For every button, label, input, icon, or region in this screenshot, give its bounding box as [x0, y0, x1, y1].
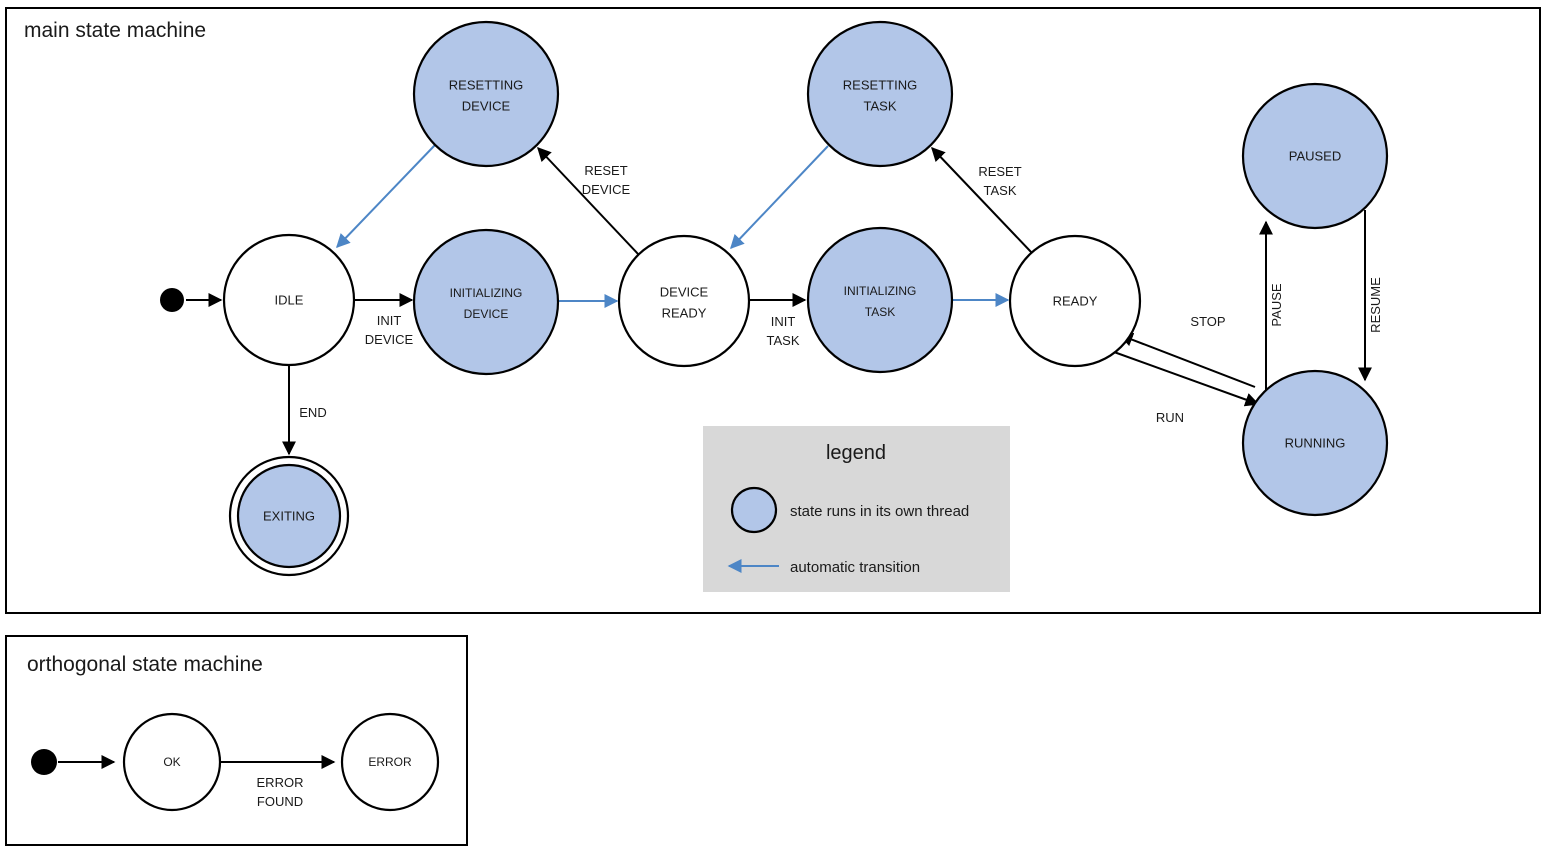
legend: legend state runs in its own thread auto… — [703, 426, 1010, 592]
edge-label-pause: PAUSE — [1269, 283, 1284, 326]
state-label-initializing-task-line1: INITIALIZING — [844, 284, 917, 298]
state-label-resetting-task-line1: RESETTING — [843, 77, 917, 92]
edge-label-run: RUN — [1156, 410, 1184, 425]
main-frame — [5, 7, 1541, 614]
legend-thread-state-icon — [730, 486, 778, 534]
state-node-paused[interactable]: PAUSED — [1241, 82, 1389, 230]
state-label-resetting-device-line1: RESETTING — [449, 77, 523, 92]
edge-ready-to-resetting-task — [931, 146, 1033, 254]
state-label-ok: OK — [163, 755, 180, 769]
state-node-error[interactable]: ERROR — [340, 712, 440, 812]
state-label-device-ready-line2: READY — [662, 305, 707, 320]
legend-title: legend — [826, 442, 886, 464]
state-node-resetting-task[interactable]: RESETTING TASK — [806, 20, 954, 168]
edge-label-init-device-line1: INIT — [377, 313, 402, 328]
orthogonal-frame-title: orthogonal state machine — [27, 653, 263, 676]
edge-label-reset-device-line2: DEVICE — [582, 182, 631, 197]
edge-label-end: END — [299, 405, 326, 420]
edge-label-init-task-line1: INIT — [771, 314, 796, 329]
state-node-device-ready[interactable]: DEVICE READY — [617, 234, 751, 368]
legend-item-auto-transition-label: automatic transition — [790, 559, 920, 576]
edge-resetting-device-to-idle — [336, 144, 436, 249]
orthogonal-frame — [5, 635, 468, 846]
state-label-exiting: EXITING — [263, 508, 315, 523]
main-frame-title: main state machine — [24, 19, 206, 42]
state-node-idle[interactable]: IDLE — [222, 233, 356, 367]
edge-label-init-device-line2: DEVICE — [365, 332, 414, 347]
state-label-initializing-device-line1: INITIALIZING — [450, 286, 523, 300]
state-node-ready[interactable]: READY — [1008, 234, 1142, 368]
edge-label-reset-device-line1: RESET — [584, 163, 627, 178]
edge-label-reset-task-line1: RESET — [978, 164, 1021, 179]
state-node-running[interactable]: RUNNING — [1241, 369, 1389, 517]
edge-label-init-task-line2: TASK — [767, 333, 800, 348]
state-label-paused: PAUSED — [1289, 148, 1342, 163]
state-label-resetting-device-line2: DEVICE — [462, 98, 511, 113]
edge-resetting-task-to-device-ready — [730, 145, 829, 250]
legend-item-thread-state-label: state runs in its own thread — [790, 503, 969, 520]
state-label-ready: READY — [1053, 293, 1098, 308]
state-node-exiting[interactable]: EXITING — [228, 455, 350, 577]
edge-label-error-found-line2: FOUND — [257, 794, 303, 809]
initial-state-dot-orthogonal — [31, 749, 57, 775]
state-label-idle: IDLE — [275, 292, 304, 307]
state-node-initializing-task[interactable]: INITIALIZING TASK — [806, 226, 954, 374]
edge-label-reset-task-line2: TASK — [984, 183, 1017, 198]
state-label-running: RUNNING — [1285, 435, 1346, 450]
state-node-resetting-device[interactable]: RESETTING DEVICE — [412, 20, 560, 168]
state-label-initializing-device-line2: DEVICE — [464, 307, 509, 321]
state-node-ok[interactable]: OK — [122, 712, 222, 812]
state-label-initializing-task-line2: TASK — [865, 305, 895, 319]
initial-state-dot-main — [160, 288, 184, 312]
edge-running-to-ready — [1118, 332, 1256, 388]
state-label-device-ready-line1: DEVICE — [660, 284, 709, 299]
state-node-initializing-device[interactable]: INITIALIZING DEVICE — [412, 228, 560, 376]
state-label-error: ERROR — [368, 755, 412, 769]
state-label-resetting-task-line2: TASK — [864, 98, 897, 113]
edge-label-error-found-line1: ERROR — [257, 775, 304, 790]
edge-label-resume: RESUME — [1368, 277, 1383, 333]
edge-label-stop: STOP — [1190, 314, 1225, 329]
edge-device-ready-to-resetting-device — [537, 146, 640, 256]
edge-ready-to-running — [1113, 351, 1260, 407]
